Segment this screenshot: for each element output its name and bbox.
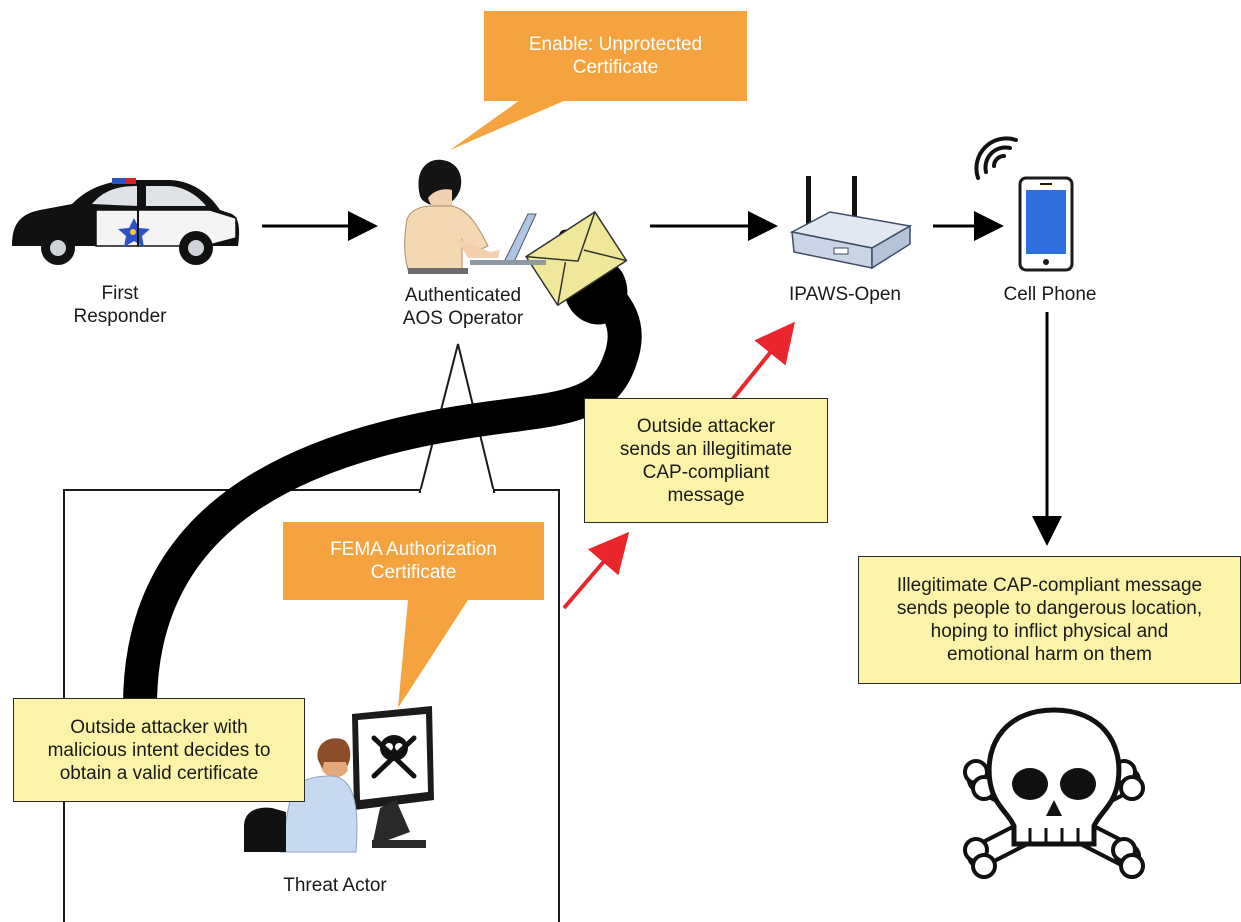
label-aos-operator: Authenticated AOS Operator (402, 285, 524, 329)
router-icon (789, 176, 913, 270)
label-threat-actor: Threat Actor (283, 875, 387, 896)
attack-arrow-from-frame (562, 531, 630, 610)
operator-laptop-icon (404, 159, 546, 274)
unprotected-cert-tail (450, 100, 566, 150)
label-first-responder: First Responder (73, 283, 167, 327)
signal-waves-icon (974, 136, 1018, 180)
black-hand-arm (123, 273, 642, 723)
skull-small-icon (371, 735, 417, 779)
callout-fema-certificate: FEMA Authorization Certificate (283, 522, 544, 600)
callout-unprotected-certificate: Enable: Unprotected Certificate (484, 11, 747, 101)
skull-crossbones-icon (963, 707, 1145, 879)
note-attacker-sends-message: Outside attacker sends an illegitimate C… (584, 398, 828, 523)
cell-phone-icon (1018, 176, 1074, 272)
envelope-icon (525, 210, 628, 307)
note-attacker-intent: Outside attacker with malicious intent d… (13, 698, 305, 802)
fema-cert-tail (398, 600, 468, 708)
attack-arrow-to-ipaws (730, 321, 796, 402)
label-ipaws-open: IPAWS-Open (789, 284, 901, 305)
police-car-icon (12, 178, 240, 265)
label-cell-phone: Cell Phone (1003, 284, 1097, 305)
note-harm-outcome: Illegitimate CAP-compliant message sends… (858, 556, 1241, 684)
